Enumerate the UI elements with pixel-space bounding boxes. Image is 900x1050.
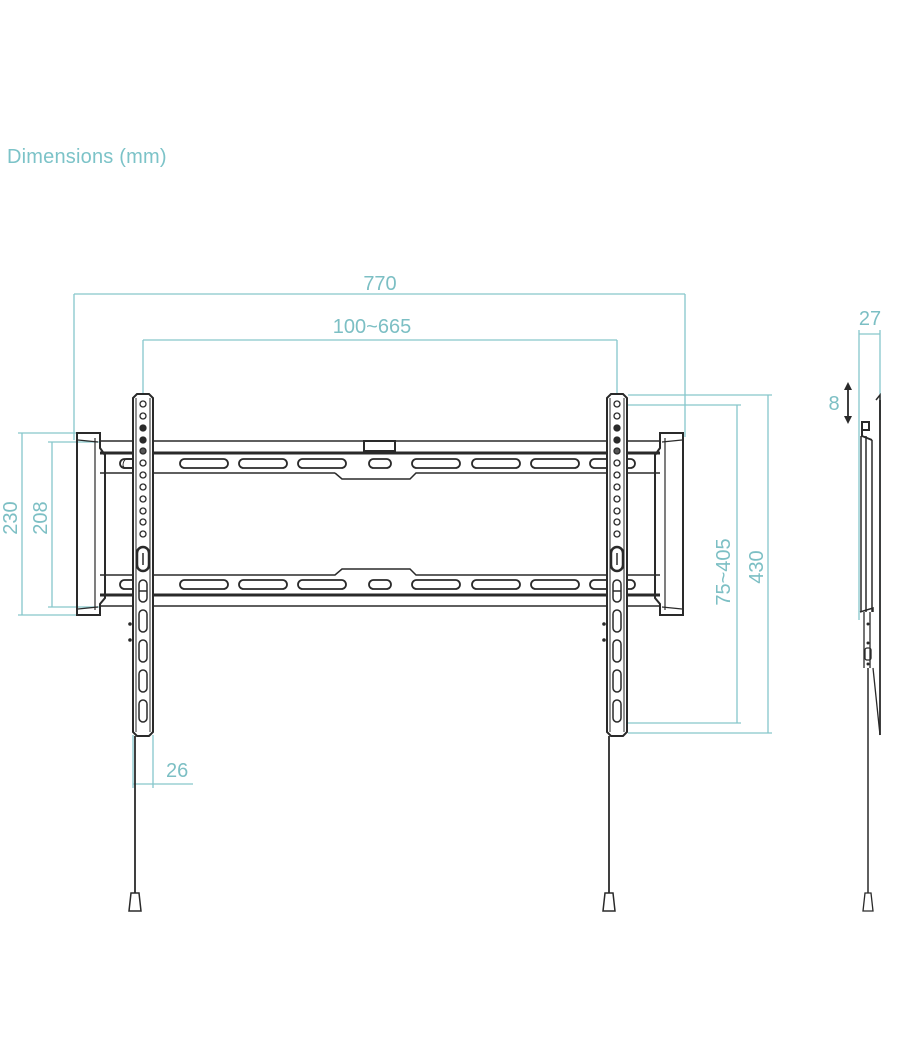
- dim-side-depth: 27: [859, 308, 881, 330]
- dimension-lines: [18, 293, 881, 788]
- dim-hole-spacing-vertical: 75~405: [713, 538, 735, 605]
- dim-hole-spacing-horizontal: 100~665: [333, 316, 411, 338]
- dim-overall-height-bracket: 430: [746, 550, 768, 583]
- left-bracket: [128, 393, 154, 912]
- dim-bracket-width: 26: [166, 760, 188, 782]
- wall-plate: [76, 432, 684, 616]
- dim-overall-width: 770: [363, 273, 396, 295]
- diagram-title: Dimensions (mm): [7, 146, 167, 168]
- right-bracket: [602, 393, 628, 912]
- side-view: [844, 382, 881, 912]
- dim-overall-height-frame: 230: [0, 501, 22, 534]
- dim-inner-height-frame: 208: [30, 501, 52, 534]
- dim-vertical-adjust: 8: [828, 393, 839, 415]
